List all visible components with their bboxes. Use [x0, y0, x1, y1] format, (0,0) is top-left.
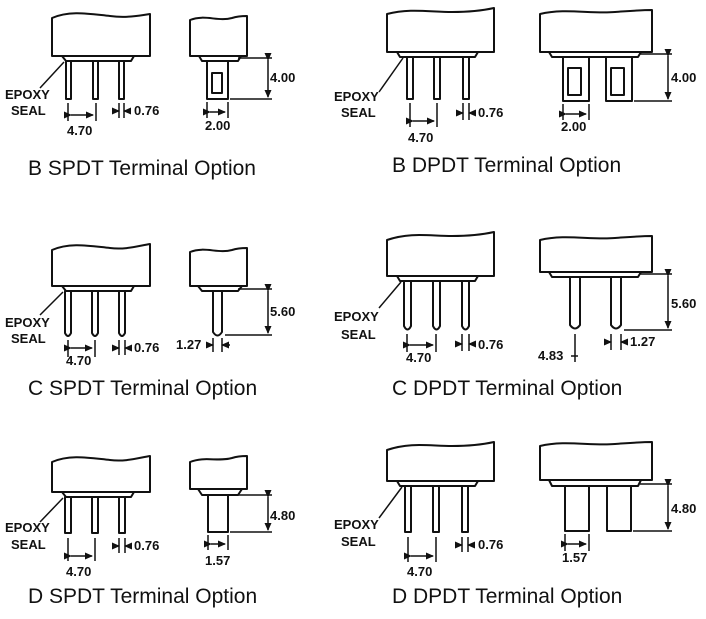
front-view: EPOXY SEAL 4.70 0.76: [5, 243, 159, 368]
seal-label: SEAL: [11, 331, 46, 346]
panel-c-spdt: EPOXY SEAL 4.70 0.76 5.60 1.27 C: [5, 243, 295, 400]
side-width-dimension: 1.27: [630, 334, 655, 349]
side-height-dimension: 4.80: [270, 508, 295, 523]
epoxy-label: EPOXY: [5, 315, 50, 330]
epoxy-label: EPOXY: [5, 87, 50, 102]
side-view: 4.00 2.00: [189, 15, 295, 133]
epoxy-label: EPOXY: [334, 89, 379, 104]
pin-width-dimension: 0.76: [478, 537, 503, 552]
caption-b-dpdt: B DPDT Terminal Option: [392, 154, 621, 177]
side-height-dimension: 4.00: [671, 70, 696, 85]
epoxy-label: EPOXY: [334, 309, 379, 324]
side-view: 4.80 1.57: [539, 441, 696, 565]
epoxy-label: EPOXY: [334, 517, 379, 532]
pin-width-dimension: 0.76: [478, 337, 503, 352]
panel-d-spdt: EPOXY SEAL 4.70 0.76 4.80 1.57 D SPDT T: [5, 455, 295, 608]
pitch-dimension: 4.70: [66, 564, 91, 579]
side-width-dimension: 2.00: [561, 119, 586, 134]
epoxy-label: EPOXY: [5, 520, 50, 535]
side-height-dimension: 4.80: [671, 501, 696, 516]
seal-label: SEAL: [341, 327, 376, 342]
side-view: 4.00 2.00: [539, 9, 696, 134]
panel-c-dpdt: EPOXY SEAL 4.70 0.76 5.60 1: [334, 231, 696, 400]
pitch-dimension: 4.70: [408, 130, 433, 145]
caption-b-spdt: B SPDT Terminal Option: [28, 157, 256, 180]
pitch-dimension: 4.70: [67, 123, 92, 138]
pitch-dimension: 4.70: [66, 353, 91, 368]
caption-d-dpdt: D DPDT Terminal Option: [392, 585, 622, 608]
side-height-dimension: 5.60: [671, 296, 696, 311]
seal-label: SEAL: [341, 105, 376, 120]
side-view: 5.60 1.27 4.83: [538, 235, 696, 363]
pin-width-dimension: 0.76: [134, 538, 159, 553]
seal-label: SEAL: [11, 537, 46, 552]
side-width-dimension: 1.57: [205, 553, 230, 568]
panel-b-spdt: EPOXY SEAL 4.70 0.76 4.00 2.00: [5, 12, 295, 180]
panel-b-dpdt: EPOXY SEAL 4.70 0.76 4.00 2: [334, 7, 696, 177]
side-height-dimension: 4.00: [270, 70, 295, 85]
side-width-dimension: 2.00: [205, 118, 230, 133]
caption-c-spdt: C SPDT Terminal Option: [28, 377, 257, 400]
pin-width-dimension: 0.76: [134, 340, 159, 355]
side-view: 4.80 1.57: [189, 455, 295, 568]
seal-label: SEAL: [11, 103, 46, 118]
front-view: EPOXY SEAL 4.70 0.76: [5, 455, 159, 579]
seal-label: SEAL: [341, 534, 376, 549]
panel-d-dpdt: EPOXY SEAL 4.70 0.76 4.80 1.57 D: [334, 441, 696, 608]
caption-d-spdt: D SPDT Terminal Option: [28, 585, 257, 608]
front-view: EPOXY SEAL 4.70 0.76: [5, 12, 159, 138]
pitch-dimension: 4.70: [406, 350, 431, 365]
caption-c-dpdt: C DPDT Terminal Option: [392, 377, 622, 400]
side-width-dimension: 1.57: [562, 550, 587, 565]
side-view: 5.60 1.27: [176, 247, 295, 352]
side-width-dimension: 1.27: [176, 337, 201, 352]
side-height-dimension: 5.60: [270, 304, 295, 319]
side-spacing-dimension: 4.83: [538, 348, 563, 363]
pin-width-dimension: 0.76: [134, 103, 159, 118]
front-view: EPOXY SEAL 4.70 0.76: [334, 441, 503, 579]
pitch-dimension: 4.70: [407, 564, 432, 579]
front-view: EPOXY SEAL 4.70 0.76: [334, 231, 503, 365]
front-view: EPOXY SEAL 4.70 0.76: [334, 7, 503, 145]
pin-width-dimension: 0.76: [478, 105, 503, 120]
